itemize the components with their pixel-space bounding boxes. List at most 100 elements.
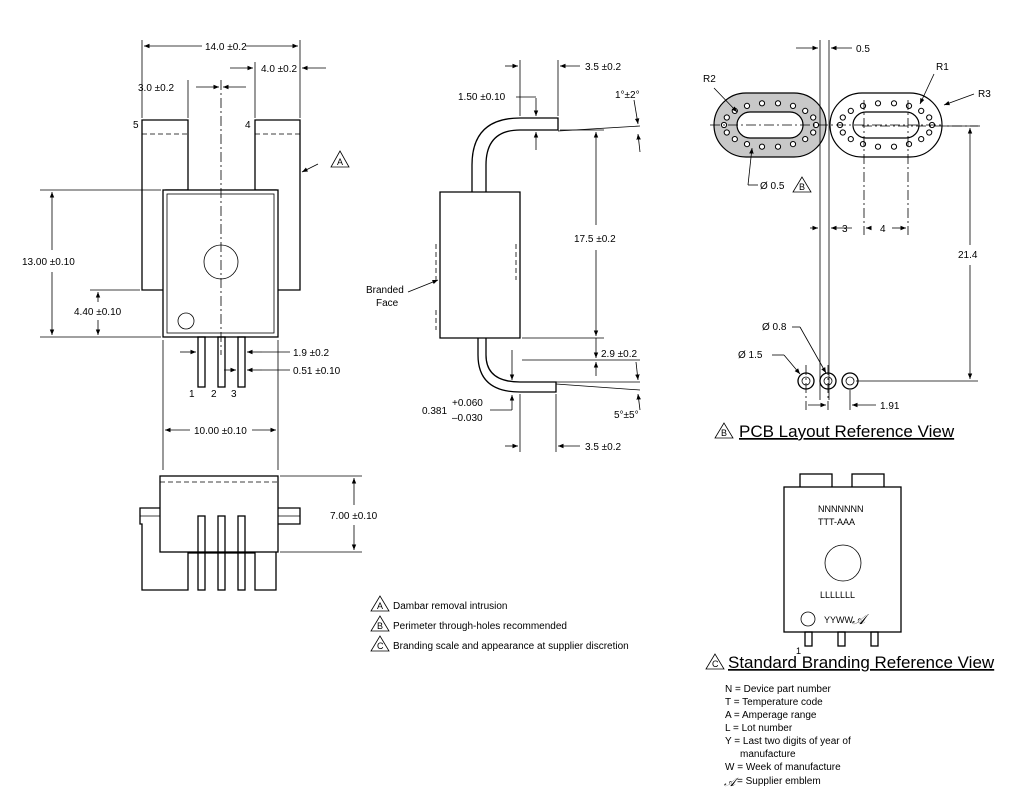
pcb-dim-214: 21.4: [958, 250, 978, 261]
legend-item: L = Lot number: [725, 723, 793, 734]
thk-nominal: 0.381: [422, 406, 447, 417]
perimeter-hole: [743, 141, 751, 148]
flag-b-note: B: [377, 621, 383, 631]
perimeter-hole: [774, 143, 782, 150]
dim-10: 10.00 ±0.10: [194, 426, 247, 437]
dim-35-top: 3.5 ±0.2: [585, 62, 622, 73]
dim-051: 0.51 ±0.10: [293, 366, 341, 377]
lead-1: [197, 336, 206, 388]
dim-13: 13.00 ±0.10: [22, 257, 75, 268]
perimeter-hole: [743, 102, 751, 110]
perimeter-hole: [774, 100, 782, 107]
side-body: [439, 191, 521, 339]
pin2-label: 2: [211, 389, 217, 400]
angle-1: 1°±2°: [615, 90, 640, 101]
perimeter-hole: [839, 114, 846, 121]
dim-14: 14.0 ±0.2: [205, 42, 247, 53]
pcb-r1: R1: [936, 62, 949, 73]
dim-175: 17.5 ±0.2: [574, 234, 616, 245]
perimeter-hole: [847, 107, 854, 115]
branding-body: [783, 486, 902, 633]
perimeter-hole: [810, 129, 817, 136]
branding-legend: N = Device part number T = Temperature c…: [724, 684, 851, 789]
package-body: [162, 189, 279, 338]
legend-item: Y = Last two digits of year of: [725, 736, 851, 747]
legend-item: N = Device part number: [725, 684, 832, 695]
branded-face-label-1: Branded: [366, 285, 404, 296]
perimeter-hole: [890, 100, 898, 107]
legend-item: T = Temperature code: [725, 697, 823, 708]
bottom-body: [159, 475, 279, 553]
perimeter-hole: [789, 102, 797, 110]
perimeter-hole: [723, 129, 730, 136]
pcb-view-title: PCB Layout Reference View: [739, 422, 955, 441]
pcb-dim-05: 0.5: [856, 44, 870, 55]
perimeter-hole: [723, 114, 730, 121]
perimeter-hole: [926, 129, 933, 136]
dim-29: 2.9 ±0.2: [601, 349, 638, 360]
perimeter-hole: [905, 141, 913, 148]
dim-35-bottom: 3.5 ±0.2: [585, 442, 622, 453]
perimeter-hole: [731, 136, 738, 143]
perimeter-hole: [859, 141, 867, 148]
pcb-dim-4: 4: [880, 224, 886, 235]
branding-line1: NNNNNNN: [818, 504, 864, 514]
thk-plus: +0.060: [452, 398, 483, 409]
pin5-label: 5: [133, 120, 139, 131]
note-a: Dambar removal intrusion: [393, 601, 508, 612]
legend-item: W = Week of manufacture: [725, 762, 841, 773]
branding-line2: TTT-AAA: [818, 517, 855, 527]
pcb-hole08: Ø 0.8: [762, 322, 787, 333]
legend-item: manufacture: [740, 749, 796, 760]
dim-440: 4.40 ±0.10: [74, 307, 122, 318]
pcb-hole15: Ø 1.5: [738, 350, 763, 361]
flag-b-title: B: [721, 428, 727, 438]
legend-item: = Supplier emblem: [737, 776, 821, 787]
pcb-r3: R3: [978, 89, 991, 100]
side-view: Branded Face 1.50 ±0.10 3.5 ±0.2 1°±2° 1…: [366, 60, 641, 453]
perimeter-hole: [731, 107, 738, 115]
bottom-view: 7.00 ±0.10: [139, 475, 378, 591]
pcb-hole05: Ø 0.5: [760, 181, 785, 192]
perimeter-hole: [810, 114, 817, 121]
perimeter-hole: [758, 100, 766, 107]
perimeter-hole: [789, 141, 797, 148]
branded-face-label-2: Face: [376, 298, 399, 309]
lead-3: [237, 336, 246, 388]
dim-19: 1.9 ±0.2: [293, 348, 330, 359]
perimeter-hole: [918, 136, 925, 143]
thk-minus: –0.030: [452, 413, 483, 424]
legend-item: A = Amperage range: [725, 710, 817, 721]
dim-7: 7.00 ±0.10: [330, 511, 378, 522]
supplier-emblem-icon: 𝒜: [852, 611, 869, 627]
perimeter-hole: [918, 107, 925, 115]
branding-line4: YYWW: [824, 615, 854, 625]
dim-4: 4.0 ±0.2: [261, 64, 298, 75]
perimeter-hole: [839, 129, 846, 136]
perimeter-hole: [874, 100, 882, 107]
pin1-marker: [177, 312, 195, 330]
dim-150: 1.50 ±0.10: [458, 92, 506, 103]
perimeter-hole: [874, 143, 882, 150]
perimeter-hole: [905, 102, 913, 110]
branding-pin1-label: 1: [796, 646, 801, 656]
perimeter-hole: [926, 114, 933, 121]
dim-3: 3.0 ±0.2: [138, 83, 175, 94]
branding-core-hole: [824, 544, 862, 582]
branding-line3: LLLLLLL: [820, 590, 855, 600]
pin1-label: 1: [189, 389, 195, 400]
angle-5: 5°±5°: [614, 410, 639, 421]
perimeter-hole: [890, 143, 898, 150]
notes: A Dambar removal intrusion B Perimeter t…: [370, 595, 629, 652]
pcb-dim-191: 1.91: [880, 401, 900, 412]
note-c: Branding scale and appearance at supplie…: [393, 641, 629, 652]
pcb-r2: R2: [703, 74, 716, 85]
branding-view: NNNNNNN TTT-AAA LLLLLLL YYWW 𝒜 1 C Stand…: [705, 473, 995, 789]
pin3-label: 3: [231, 389, 237, 400]
perimeter-hole: [802, 136, 809, 143]
supplier-emblem-icon: 𝒜: [724, 775, 739, 789]
note-b: Perimeter through-holes recommended: [393, 621, 567, 632]
perimeter-hole: [802, 107, 809, 115]
flag-a-front: A: [337, 157, 343, 167]
